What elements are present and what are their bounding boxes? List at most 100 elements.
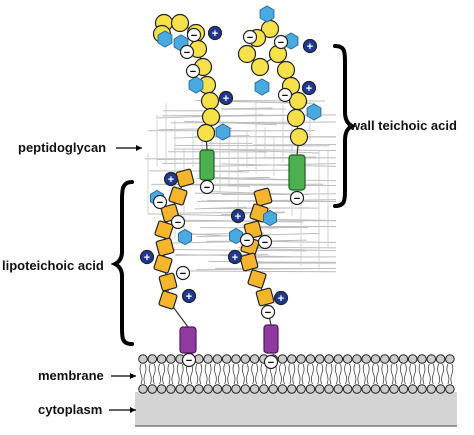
lipid-head-outer <box>343 355 352 364</box>
minus-sign: − <box>157 197 163 209</box>
lta-repeat-unit <box>176 169 194 187</box>
lipid-head-outer <box>371 355 380 364</box>
minus-sign: − <box>244 235 250 247</box>
lipid-head-outer <box>408 355 417 364</box>
lipid-head-inner <box>250 385 259 394</box>
glycan-strand <box>174 149 336 150</box>
lipid-tail <box>224 364 230 384</box>
peptidoglycan-arrowhead <box>136 145 142 151</box>
sugar-hexagon <box>307 104 321 120</box>
lipid-head-outer <box>381 355 390 364</box>
glycan-strand <box>209 261 334 262</box>
lipid-tail <box>140 364 146 384</box>
minus-sign: − <box>175 217 181 229</box>
lipid-head-inner <box>408 385 417 394</box>
lipid-head-outer <box>334 355 343 364</box>
lipid-head-outer <box>446 355 455 364</box>
lipid-head-inner <box>371 385 380 394</box>
lipoteichoic-acid-label: lipoteichoic acid <box>2 258 104 273</box>
lipid-anchor <box>180 327 196 353</box>
lipid-head-outer <box>232 355 241 364</box>
lipid-head-outer <box>288 355 297 364</box>
lipid-head-inner <box>427 385 436 394</box>
glycerol-phosphate-unit <box>239 46 256 63</box>
sugar-hexagon <box>255 79 269 95</box>
lipid-tail <box>298 364 304 384</box>
glycerol-phosphate-unit <box>278 62 295 79</box>
lipid-anchor <box>264 325 278 353</box>
lipid-head-inner <box>390 385 399 394</box>
plus-sign: + <box>278 293 284 305</box>
plus-sign: + <box>307 41 313 53</box>
minus-sign: − <box>262 237 268 249</box>
lipid-head-outer <box>418 355 427 364</box>
lipid-head-inner <box>241 385 250 394</box>
sugar-hexagon <box>264 211 277 226</box>
glycan-strand <box>237 170 298 171</box>
lipid-head-inner <box>418 385 427 394</box>
lipid-tail <box>400 364 406 384</box>
lipid-tail <box>242 364 248 384</box>
lipid-head-outer <box>241 355 250 364</box>
lipid-tail <box>428 364 434 384</box>
minus-sign: − <box>268 357 274 369</box>
lipid-head-outer <box>250 355 259 364</box>
lipid-head-outer <box>167 355 176 364</box>
lipid-tail <box>317 364 323 384</box>
lipid-tail <box>214 364 220 384</box>
membrane-label: membrane <box>38 368 104 383</box>
lta-repeat-unit <box>256 288 274 306</box>
lta-repeat-unit <box>159 273 177 291</box>
lipid-tail <box>168 364 174 384</box>
lipid-head-outer <box>436 355 445 364</box>
lipid-head-inner <box>148 385 157 394</box>
lipoteichoic-bracket <box>115 182 132 344</box>
lipid-head-inner <box>362 385 371 394</box>
lipid-head-outer <box>362 355 371 364</box>
sugar-hexagon <box>158 31 172 47</box>
lipid-head-inner <box>204 385 213 394</box>
minus-sign: − <box>186 355 192 367</box>
lipid-head-outer <box>213 355 222 364</box>
lipid-tail <box>363 364 369 384</box>
cytoplasm-region <box>135 392 457 426</box>
lipid-tail <box>382 364 388 384</box>
lipid-head-inner <box>436 385 445 394</box>
glycerol-phosphate-unit <box>198 125 215 142</box>
wall-teichoic-acid-label: wall teichoic acid <box>349 118 457 133</box>
lipid-tail <box>345 364 351 384</box>
lipid-head-inner <box>325 385 334 394</box>
lipid-tail <box>196 364 202 384</box>
lipid-head-inner <box>334 385 343 394</box>
lipid-head-outer <box>353 355 362 364</box>
lipid-head-inner <box>278 385 287 394</box>
minus-sign: − <box>180 268 186 280</box>
lta-repeat-unit <box>159 291 178 310</box>
plus-sign: + <box>144 252 150 264</box>
lipid-head-outer <box>399 355 408 364</box>
lipid-tail <box>326 364 332 384</box>
glycan-strand <box>187 271 336 272</box>
lipid-tail <box>205 364 211 384</box>
lipid-head-outer <box>297 355 306 364</box>
sugar-hexagon <box>260 6 274 22</box>
minus-sign: − <box>184 47 190 59</box>
lipid-head-outer <box>325 355 334 364</box>
lipid-head-outer <box>139 355 148 364</box>
minus-sign: − <box>294 193 300 205</box>
plus-sign: + <box>232 252 238 264</box>
lipid-head-outer <box>390 355 399 364</box>
lipid-tail <box>335 364 341 384</box>
sugar-hexagon <box>179 230 192 245</box>
lipid-head-inner <box>260 385 269 394</box>
lipid-head-outer <box>204 355 213 364</box>
lipid-head-inner <box>288 385 297 394</box>
lipid-head-inner <box>306 385 315 394</box>
glycerol-phosphate-unit <box>291 129 308 146</box>
lipid-head-outer <box>315 355 324 364</box>
lipid-head-outer <box>157 355 166 364</box>
glycerol-phosphate-unit <box>202 93 219 110</box>
minus-sign: − <box>191 30 197 42</box>
